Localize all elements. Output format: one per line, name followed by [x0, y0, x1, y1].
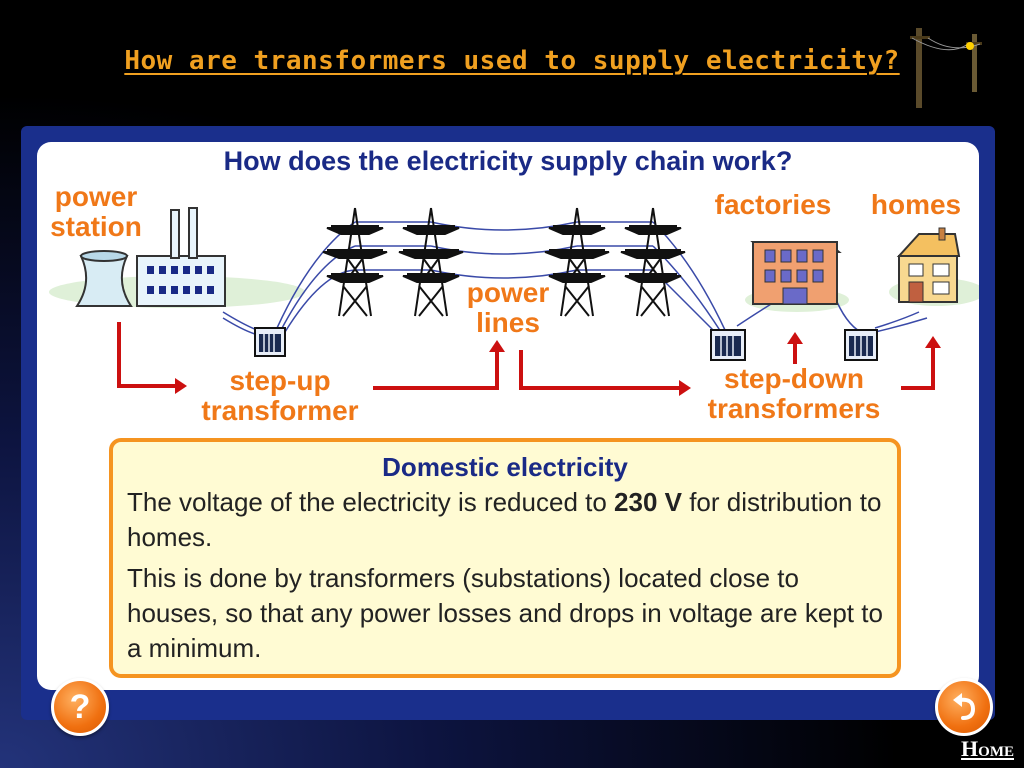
voltage-value: 230 V: [614, 487, 682, 517]
slide-title: How are transformers used to supply elec…: [124, 46, 900, 76]
label-step-down-transformers: step-down transformers: [689, 364, 899, 424]
label-power-station-line1: power: [54, 181, 138, 212]
info-p1-before: The voltage of the electricity is reduce…: [127, 487, 615, 517]
pylon-2: [398, 207, 464, 317]
info-title: Domestic electricity: [382, 452, 628, 482]
supply-chain-diagram: How does the electricity supply chain wo…: [37, 142, 979, 442]
arrow-lines-to-stepdown: [519, 350, 681, 390]
info-paragraph-2: This is done by transformers (substation…: [127, 563, 883, 663]
info-paragraph-1: The voltage of the electricity is reduce…: [127, 485, 883, 555]
label-power-lines-line1: power: [466, 277, 550, 308]
home-link[interactable]: Home: [961, 736, 1014, 761]
pylon-3: [544, 207, 610, 317]
pylon-4: [620, 207, 686, 317]
arrow-station-to-stepup: [117, 322, 177, 388]
power-station-icon: [136, 207, 226, 307]
label-power-station-line2: station: [50, 211, 142, 242]
help-button[interactable]: ?: [51, 678, 109, 736]
diagram-graphics: [49, 207, 979, 396]
back-button[interactable]: [935, 678, 993, 736]
undo-arrow-icon: [953, 693, 976, 720]
label-step-down-line1: step-down: [724, 363, 864, 394]
label-power-station: power station: [41, 182, 151, 242]
cooling-tower-icon: [75, 250, 133, 307]
label-step-up-transformer: step-up transformer: [183, 366, 377, 426]
step-down-transformer-icon-2: [844, 329, 878, 361]
arrow-stepdown-to-home: [901, 346, 935, 390]
step-up-transformer-icon: [254, 327, 286, 357]
label-factories: factories: [714, 189, 832, 220]
house-icon: [896, 227, 961, 303]
content-panel-inner: How does the electricity supply chain wo…: [37, 142, 993, 736]
label-step-up-line1: step-up: [229, 365, 331, 396]
label-step-down-line2: transformers: [707, 393, 881, 424]
content-panel: How does the electricity supply chain wo…: [21, 126, 995, 736]
pylon-icons: [322, 207, 686, 317]
info-p1-after: for distribution to homes.: [127, 487, 882, 552]
utility-pole-icon: [910, 28, 982, 108]
question-mark-icon: ?: [69, 687, 91, 726]
label-step-up-line2: transformer: [201, 395, 359, 426]
step-down-transformer-icon-1: [710, 329, 746, 361]
label-power-lines-line2: lines: [476, 307, 540, 338]
pylon-1: [322, 207, 388, 317]
label-power-lines: power lines: [453, 278, 563, 338]
flow-arrows: [117, 322, 941, 396]
label-homes: homes: [870, 189, 962, 220]
diagram-heading: How does the electricity supply chain wo…: [223, 146, 793, 176]
info-box: Domestic electricity The voltage of the …: [109, 438, 901, 678]
factory-icon: [750, 241, 842, 305]
arrow-stepup-to-lines: [373, 350, 499, 390]
